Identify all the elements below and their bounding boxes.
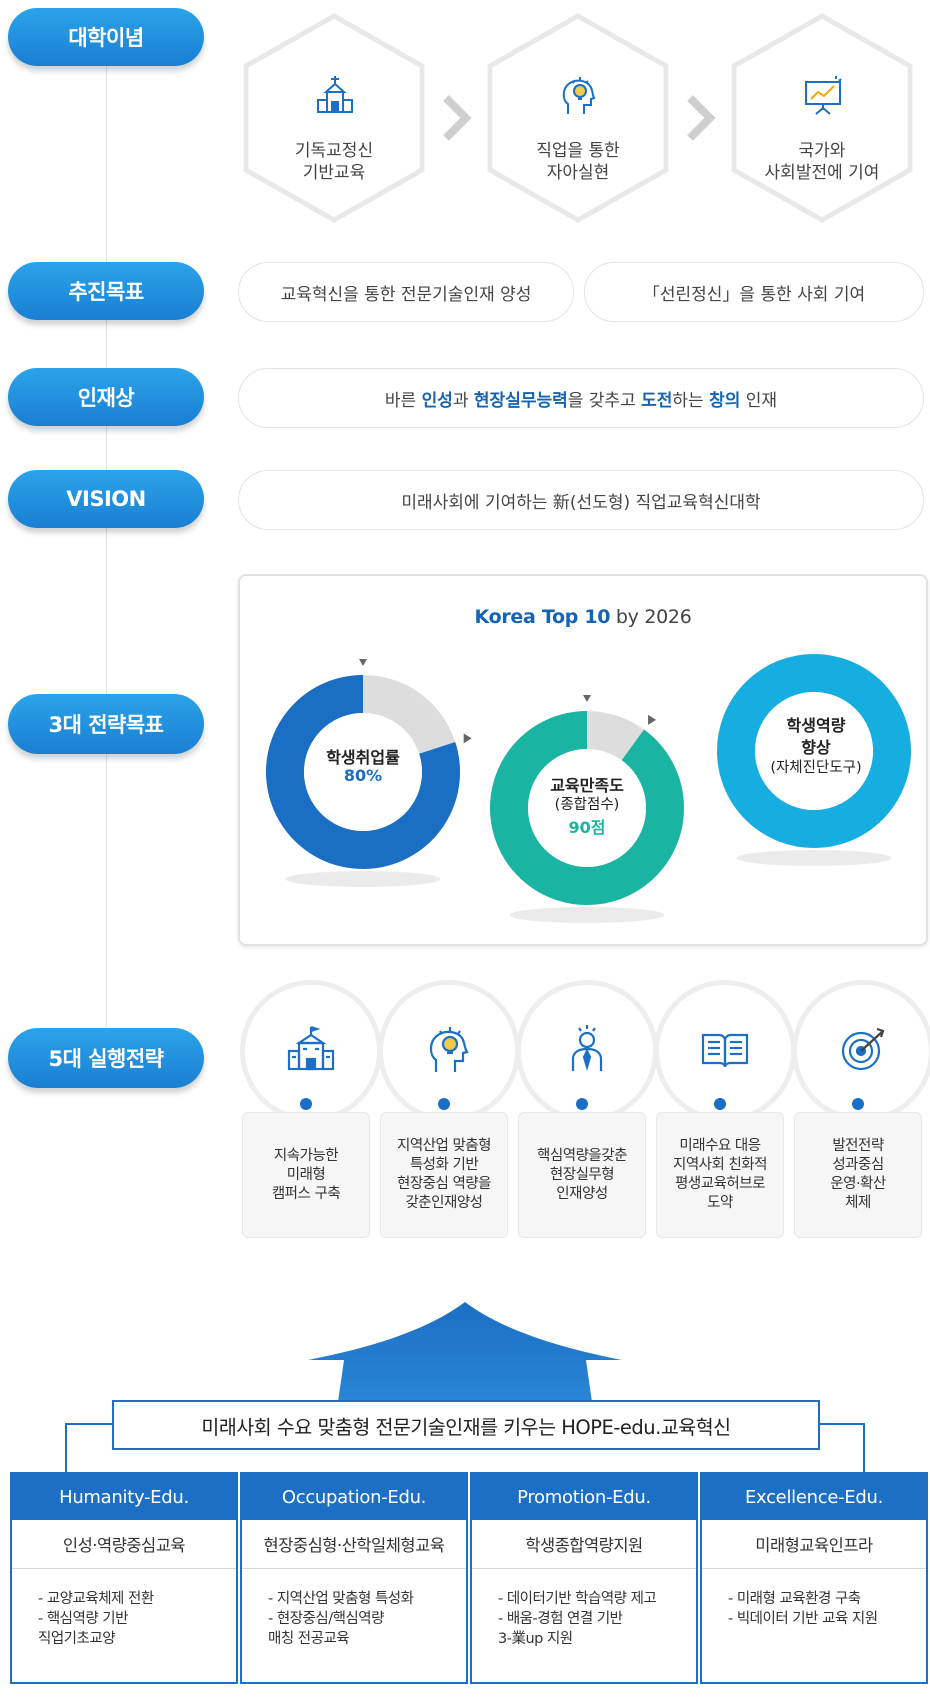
donut-arc [717, 654, 911, 848]
section-label-strategy3: 3대 전략목표 [8, 694, 204, 754]
philosophy-item-2-line1: 직업을 통한 [536, 141, 620, 161]
donut-shadow [736, 850, 892, 866]
donut-1-label: 학생취업률 [326, 748, 400, 767]
vision-box: 미래사회에 기여하는 新(선도형) 직업교육혁신대학 [238, 470, 924, 530]
hope-column-sub: 학생종합역량지원 [472, 1520, 696, 1569]
donut-1-value: 80% [343, 766, 383, 785]
donut-shadow [509, 907, 665, 923]
church-icon [317, 76, 353, 113]
donut-end-marker [648, 714, 657, 725]
donut-3-label-2: 향상 [801, 738, 831, 757]
donut-hole [304, 713, 422, 831]
hope-column-sub: 미래형교육인프라 [702, 1520, 926, 1569]
talent-highlight-3: 도전 [641, 390, 673, 411]
connector-dot [300, 1098, 312, 1110]
strategy3-donut-chart [266, 654, 911, 923]
hope-column-head: Occupation-Edu. [242, 1474, 466, 1520]
strategy5-box-2: 지역산업 맞춤형 특성화 기반 현장중심 역량을 갖춘인재양성 [380, 1112, 508, 1238]
section-label-goals: 추진목표 [8, 262, 204, 320]
strategy3-title-bold: Korea Top 10 [474, 606, 611, 628]
goal-box-left: 교육혁신을 통한 전문기술인재 양성 [238, 262, 574, 322]
donut-start-marker [583, 695, 591, 702]
timeline-line [106, 50, 107, 1060]
head-bulb-icon [429, 1027, 469, 1072]
strategy5-circle-2 [378, 980, 520, 1122]
open-book-icon [701, 1033, 749, 1068]
donut-end-marker [463, 733, 472, 744]
school-building-icon [287, 1025, 335, 1071]
chevron-right-icon [443, 95, 472, 141]
donut-2-value: 90점 [568, 818, 606, 837]
hope-column-body: - 미래형 교육환경 구축 - 빅데이터 기반 교육 지원 [728, 1591, 878, 1627]
hope-column-body: - 교양교육체제 전환 - 핵심역량 기반 직업기초교양 [38, 1591, 154, 1647]
talent-text-3: 을 갖추고 [567, 390, 642, 411]
hope-column-promotion: Promotion-Edu. 학생종합역량지원 - 데이터기반 학습역량 제고 … [470, 1472, 698, 1684]
donut-2-label: 교육만족도 [550, 776, 624, 795]
hope-banner: 미래사회 수요 맞춤형 전문기술인재를 키우는 HOPE-edu.교육혁신 [112, 1400, 820, 1450]
strategy5-box-5: 발전전략 성과중심 운영·확산 체제 [794, 1112, 922, 1238]
target-icon [841, 1027, 885, 1071]
talent-text-1: 바른 [384, 390, 422, 411]
head-bulb-icon [562, 77, 596, 114]
donut-hole [755, 692, 873, 810]
strategy3-panel: Korea Top 10 by 2026 학생취업률 80% 교육만족도 (종합… [238, 574, 928, 946]
hope-column-head: Excellence-Edu. [702, 1474, 926, 1520]
connector-dot [714, 1098, 726, 1110]
section-label-vision: VISION [8, 470, 204, 528]
donut-3-sublabel: (자체진단도구) [770, 760, 862, 776]
philosophy-hexagon-2: 직업을 통한 자아실현 [484, 12, 672, 224]
section-label-strategy5: 5대 실행전략 [8, 1028, 204, 1088]
goal-box-right: 「선린정신」을 통한 사회 기여 [584, 262, 924, 322]
philosophy-item-3-line1: 국가와 [798, 141, 846, 161]
hope-column-sub: 현장중심형·산학일체형교육 [242, 1520, 466, 1569]
donut-2-sublabel: (종합점수) [554, 797, 620, 813]
presentation-chart-icon [805, 76, 842, 115]
strategy5-box-3: 핵심역량을갖춘 현장실무형 인재양성 [518, 1112, 646, 1238]
talent-highlight-1: 인성 [421, 390, 453, 411]
hope-column-head: Humanity-Edu. [12, 1474, 236, 1520]
hope-column-occupation: Occupation-Edu. 현장중심형·산학일체형교육 - 지역산업 맞춤형… [240, 1472, 468, 1684]
philosophy-hexagon-1: 기독교정신 기반교육 [240, 12, 428, 224]
philosophy-item-3-line2: 사회발전에 기여 [764, 163, 880, 183]
strategy3-title-rest: by 2026 [610, 606, 692, 628]
hope-column-body: - 지역산업 맞춤형 특성화 - 현장중심/핵심역량 매칭 전공교육 [268, 1591, 414, 1647]
talent-highlight-2: 현장실무능력 [473, 390, 568, 411]
section-label-philosophy: 대학이념 [8, 8, 204, 66]
hope-column-humanity: Humanity-Edu. 인성·역량중심교육 - 교양교육체제 전환 - 핵심… [10, 1472, 238, 1684]
philosophy-hexagon-3: 국가와 사회발전에 기여 [728, 12, 916, 224]
strategy5-box-4: 미래수요 대응 지역사회 친화적 평생교육허브로 도약 [656, 1112, 784, 1238]
philosophy-item-1-line2: 기반교육 [302, 163, 366, 183]
donut-arc [266, 675, 460, 869]
strategy5-box-1: 지속가능한 미래형 캠퍼스 구축 [242, 1112, 370, 1238]
hope-column-sub: 인성·역량중심교육 [12, 1520, 236, 1569]
talent-text-5: 인재 [740, 390, 778, 411]
hope-column-body: - 데이터기반 학습역량 제고 - 배움-경험 연결 기반 3-業up 지원 [498, 1591, 657, 1647]
connector-dot [576, 1098, 588, 1110]
donut-hole [528, 749, 646, 867]
talent-text-4: 하는 [672, 390, 710, 411]
hope-column-head: Promotion-Edu. [472, 1474, 696, 1520]
philosophy-item-1-line1: 기독교정신 [294, 141, 374, 161]
donut-3-label: 학생역량 [786, 716, 846, 735]
hope-column-excellence: Excellence-Edu. 미래형교육인프라 - 미래형 교육환경 구축 -… [700, 1472, 928, 1684]
connector-dot [438, 1098, 450, 1110]
strategy3-title: Korea Top 10 by 2026 [240, 606, 926, 628]
bracket-lines [65, 1423, 865, 1472]
connector-dot [852, 1098, 864, 1110]
donut-arc [490, 711, 684, 905]
person-idea-icon [571, 1025, 603, 1071]
talent-text-2: 과 [452, 390, 474, 411]
talent-highlight-4: 창의 [709, 390, 741, 411]
section-label-talent: 인재상 [8, 368, 204, 426]
chevron-right-icon [687, 95, 716, 141]
donut-start-marker [359, 659, 367, 666]
philosophy-item-2-line2: 자아실현 [546, 163, 610, 183]
up-arrow-icon [308, 1302, 622, 1402]
donut-shadow [285, 871, 441, 887]
